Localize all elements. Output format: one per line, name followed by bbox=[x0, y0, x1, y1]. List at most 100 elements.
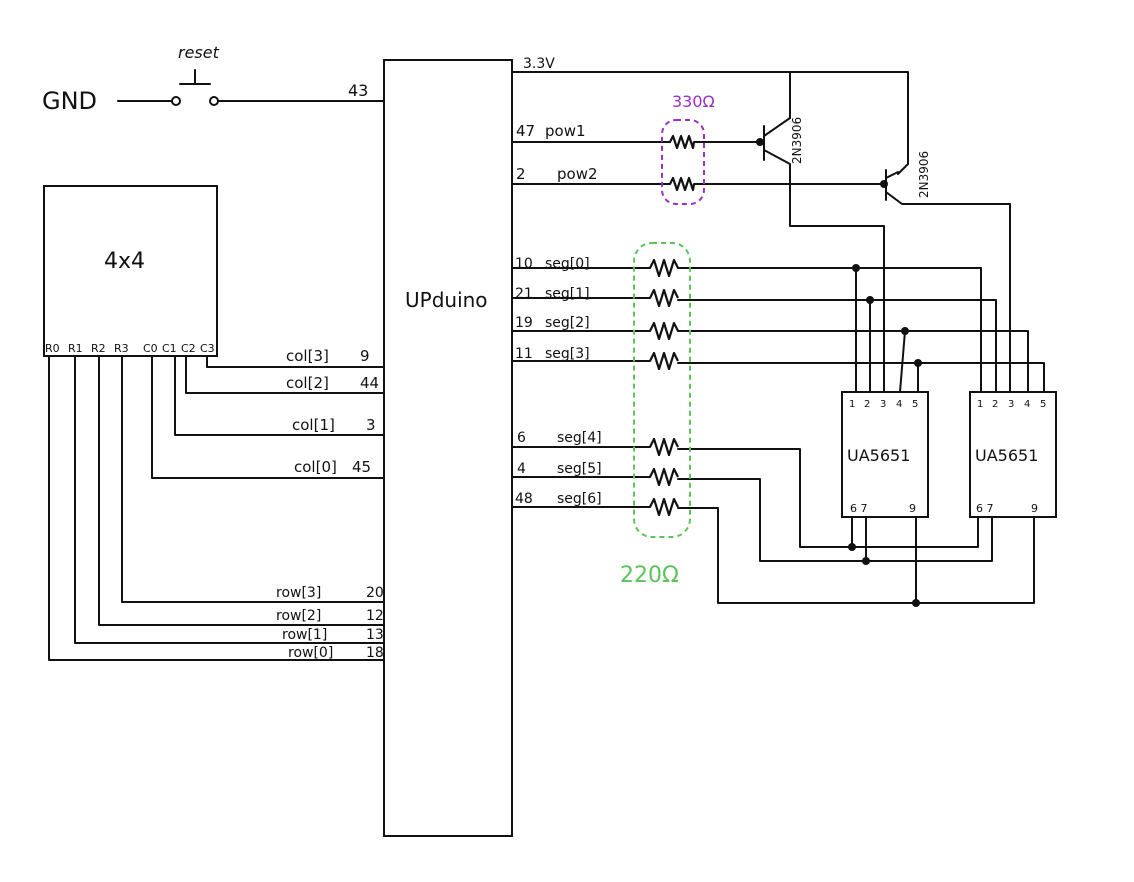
keypad-pin-c2: C2 bbox=[181, 342, 196, 355]
pow1-label: pow1 bbox=[545, 122, 586, 140]
display-1: 1 2 3 4 5 UA5651 6 7 9 bbox=[841, 391, 929, 518]
display-2-label: UA5651 bbox=[975, 446, 1038, 465]
col2-label: col[2] bbox=[286, 374, 329, 392]
row2-wire bbox=[98, 355, 385, 626]
col3-wire bbox=[206, 355, 385, 368]
gnd-label: GND bbox=[42, 87, 97, 115]
keypad-pin-r2: R2 bbox=[91, 342, 106, 355]
keypad-pin-r0: R0 bbox=[45, 342, 60, 355]
gnd-pin-number: 43 bbox=[348, 81, 368, 100]
keypad-pin-r3: R3 bbox=[114, 342, 129, 355]
col3-pin: 9 bbox=[360, 347, 370, 365]
q1-collector-to-display1 bbox=[763, 149, 885, 393]
seg0-resistor bbox=[649, 258, 679, 278]
seg0-label: seg[0] bbox=[545, 256, 590, 272]
seg1-output-wire bbox=[677, 299, 997, 393]
keypad-pin-r1: R1 bbox=[68, 342, 83, 355]
row0-wire bbox=[48, 355, 385, 661]
seg5-output-wire bbox=[677, 478, 993, 562]
display-2-pin-1: 1 bbox=[977, 399, 983, 410]
col0-pin: 45 bbox=[352, 458, 371, 476]
pow2-resistor bbox=[669, 176, 696, 192]
seg4-output-wire bbox=[677, 448, 979, 548]
display-2-pins-6-7: 6 7 bbox=[976, 502, 994, 515]
seg3-label: seg[3] bbox=[545, 346, 590, 362]
display-1-pin-4: 4 bbox=[896, 399, 902, 410]
seg4-junction bbox=[848, 543, 856, 551]
col0-label: col[0] bbox=[294, 458, 337, 476]
supply-rail bbox=[511, 71, 909, 175]
seg4-label: seg[4] bbox=[557, 430, 602, 446]
row3-wire bbox=[121, 355, 385, 603]
seg3-pin: 11 bbox=[515, 346, 533, 362]
display-1-pin-2: 2 bbox=[864, 399, 870, 410]
display-1-label: UA5651 bbox=[847, 446, 910, 465]
keypad-label: 4x4 bbox=[104, 249, 145, 274]
upduino-board: UPduino bbox=[383, 59, 513, 837]
seg3-resistor bbox=[649, 351, 679, 371]
seg6-label: seg[6] bbox=[557, 491, 602, 507]
display-2-pin-2: 2 bbox=[992, 399, 998, 410]
col2-pin: 44 bbox=[360, 374, 379, 392]
row1-label: row[1] bbox=[282, 627, 327, 643]
seg2-junction bbox=[901, 327, 909, 335]
display-1-pin-1: 1 bbox=[849, 399, 855, 410]
pow2-label: pow2 bbox=[557, 165, 598, 183]
seg2-pin: 19 bbox=[515, 315, 533, 331]
transistor-q1: 2N3906 bbox=[763, 117, 885, 393]
row3-label: row[3] bbox=[276, 585, 321, 601]
row1-pin: 13 bbox=[366, 627, 384, 643]
seg0-junction bbox=[852, 264, 860, 272]
seg1-pin: 21 bbox=[515, 286, 533, 302]
display-2: 1 2 3 4 5 UA5651 6 7 9 bbox=[969, 391, 1057, 518]
seg5-pin: 4 bbox=[517, 461, 526, 477]
q1-emitter-lead bbox=[763, 117, 791, 137]
pow1-resistor bbox=[669, 134, 696, 150]
pow1-base-node bbox=[756, 138, 764, 146]
seg5-resistor bbox=[649, 467, 679, 487]
gnd-reset-section: GND reset 43 bbox=[42, 43, 385, 115]
display-2-pin-3: 3 bbox=[1008, 399, 1014, 410]
keypad-pin-c1: C1 bbox=[162, 342, 177, 355]
keypad-4x4: 4x4 R0 R1 R2 R3 C0 C1 C2 C3 bbox=[43, 185, 218, 357]
upduino-label: UPduino bbox=[405, 288, 488, 312]
q2-emitter-lead bbox=[885, 171, 899, 179]
supply-section: 3.3V bbox=[511, 56, 909, 175]
q2-collector-to-display2 bbox=[885, 191, 1011, 393]
row0-pin: 18 bbox=[366, 645, 384, 661]
330-ohm-label: 330Ω bbox=[672, 92, 715, 111]
220-ohm-group-outline bbox=[633, 242, 691, 538]
row2-label: row[2] bbox=[276, 608, 321, 624]
display-2-pin-4: 4 bbox=[1024, 399, 1030, 410]
display-1-pin-3: 3 bbox=[880, 399, 886, 410]
display-1-pin-9: 9 bbox=[909, 502, 916, 515]
reset-button-actuator[interactable] bbox=[179, 69, 211, 85]
keypad-outline bbox=[43, 185, 218, 357]
seg4-pin: 6 bbox=[517, 430, 526, 446]
row2-pin: 12 bbox=[366, 608, 384, 624]
seg6-resistor bbox=[649, 497, 679, 517]
display-2-outline bbox=[969, 391, 1057, 518]
seg2-output-wire bbox=[677, 330, 1029, 393]
col3-label: col[3] bbox=[286, 347, 329, 365]
220-ohm-label: 220Ω bbox=[620, 563, 679, 588]
seg4-resistor bbox=[649, 437, 679, 457]
seg6-output-wire bbox=[677, 507, 1035, 604]
pow2-pin: 2 bbox=[516, 165, 526, 183]
seg1-resistor bbox=[649, 288, 679, 308]
keypad-pin-c0: C0 bbox=[143, 342, 158, 355]
q2-label: 2N3906 bbox=[917, 151, 931, 198]
seg6-junction bbox=[912, 599, 920, 607]
column-wires: col[3] 9 col[2] 44 col[1] 3 col[0] 45 bbox=[151, 347, 385, 479]
col2-wire bbox=[185, 355, 385, 394]
seg3-junction bbox=[914, 359, 922, 367]
seg0-pin: 10 bbox=[515, 256, 533, 272]
reset-contact-right bbox=[209, 96, 219, 106]
seg2-resistor bbox=[649, 321, 679, 341]
display-2-pin-5: 5 bbox=[1040, 399, 1046, 410]
display-1-pins-6-7: 6 7 bbox=[850, 502, 868, 515]
segment-lines: 10 seg[0] 21 seg[1] 19 seg[2] 11 seg[3] … bbox=[511, 242, 1045, 607]
col1-label: col[1] bbox=[292, 416, 335, 434]
col1-wire bbox=[174, 355, 385, 436]
